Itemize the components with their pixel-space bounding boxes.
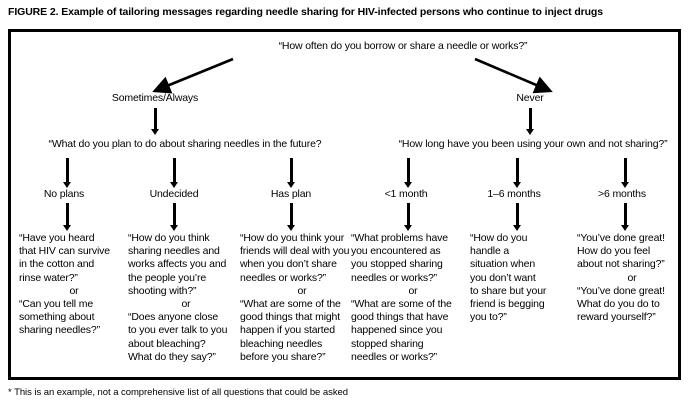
leaf-line: good things that have (351, 311, 449, 324)
branch-question-sometimes-always: “What do you plan to do about sharing ne… (48, 138, 322, 150)
option-label-1-6months: 1–6 months (487, 188, 541, 200)
leaf-line: “Have you heard (19, 232, 95, 244)
leaf-line: reward yourself?” (577, 311, 656, 324)
leaf-message-undecided: “How do you think sharing needles and wo… (128, 232, 244, 364)
figure-caption: FIGURE 2. Example of tailoring messages … (8, 6, 603, 18)
leaf-connector: or (181, 298, 191, 311)
option-label-has-plan: Has plan (270, 188, 312, 200)
arrow-root-to-sometimes-always (152, 57, 234, 94)
leaf-line: to share but your (470, 284, 547, 297)
arrow-question1-to-no-plans (63, 158, 72, 188)
leaf-line: friend is begging (470, 298, 545, 311)
leaf-line: you encountered as (351, 245, 441, 258)
leaf-line: happen if you started (240, 324, 335, 337)
leaf-line: to you ever talk to you (128, 324, 228, 337)
branch-question-never: “How long have you been using your own a… (398, 138, 668, 150)
root-question: “How often do you borrow or share a need… (278, 40, 528, 52)
leaf-line: before you share?” (240, 350, 326, 363)
leaf-line: What do they say?” (128, 350, 216, 363)
arrow-root-to-never (474, 57, 553, 94)
option-label-no-plans: No plans (43, 188, 85, 200)
leaf-line: works affects you and (128, 258, 227, 271)
leaf-line: needles or works?” (351, 271, 438, 284)
arrow-question2-to-lt1month (404, 158, 413, 188)
leaf-connector: or (627, 271, 637, 284)
arrow-has-plan-to-message (287, 203, 296, 231)
leaf-line: good things that might (240, 311, 341, 324)
leaf-line: you to?” (470, 311, 507, 324)
leaf-line: sharing needles?” (19, 324, 100, 337)
arrow-sometimes-always-to-question (151, 108, 160, 135)
leaf-line: the people you’re (128, 271, 207, 284)
leaf-line: “Does anyone close (128, 311, 219, 324)
leaf-line: stopped sharing (351, 337, 424, 350)
leaf-line: about bleaching? (128, 337, 206, 350)
arrow-gt6months-to-message (621, 203, 630, 231)
arrow-question1-to-has-plan (287, 158, 296, 188)
arrow-never-to-question (526, 108, 535, 135)
arrow-no-plans-to-message (63, 203, 72, 231)
leaf-line: “How do you think (128, 232, 210, 244)
leaf-line: bleaching needles (240, 337, 323, 350)
leaf-line: “What problems have (351, 232, 448, 244)
option-label-undecided: Undecided (149, 188, 199, 200)
figure-footnote: * This is an example, not a comprehensiv… (8, 387, 348, 398)
branch-label-never: Never (516, 92, 544, 104)
leaf-line: sharing needles and (128, 245, 220, 258)
leaf-line: What do you do to (577, 298, 660, 311)
leaf-message-gt6months: “You’ve done great! How do you feel abou… (577, 232, 687, 324)
leaf-message-1-6months: “How do you handle a situation when you … (470, 232, 575, 324)
leaf-line: How do you feel (577, 245, 651, 258)
leaf-line: needles or works?” (351, 350, 438, 363)
arrow-lt1month-to-message (404, 203, 413, 231)
leaf-line: when you don’t share (240, 258, 337, 271)
leaf-line: that HIV can survive (19, 245, 110, 258)
leaf-line: in the cotton and (19, 258, 95, 271)
leaf-line: rinse water?” (19, 271, 78, 284)
option-label-gt6months: >6 months (598, 188, 646, 200)
leaf-connector: or (408, 284, 418, 297)
leaf-line: shooting with?” (128, 284, 197, 297)
leaf-line: something about (19, 311, 95, 324)
figure-frame (8, 29, 681, 380)
leaf-message-lt1month: “What problems have you encountered as y… (351, 232, 475, 364)
leaf-line: handle a (470, 245, 510, 258)
leaf-line: “What are some of the (240, 298, 341, 311)
leaf-line: friends will deal with you (240, 245, 350, 258)
arrow-question2-to-1-6months (513, 158, 522, 188)
leaf-connector: or (297, 284, 307, 297)
leaf-line: situation when (470, 258, 536, 271)
arrow-1-6months-to-message (513, 203, 522, 231)
leaf-message-no-plans: “Have you heard that HIV can survive in … (19, 232, 129, 338)
branch-label-sometimes-always: Sometimes/Always (111, 92, 199, 104)
leaf-line: “How do you think your (240, 232, 345, 244)
leaf-line: you don’t want (470, 271, 536, 284)
leaf-message-has-plan: “How do you think your friends will deal… (240, 232, 364, 364)
arrow-question1-to-undecided (170, 158, 179, 188)
leaf-line: “What are some of the (351, 298, 452, 311)
leaf-line: “Can you tell me (19, 298, 94, 311)
leaf-line: “You’ve done great! (577, 284, 665, 297)
leaf-connector: or (69, 284, 79, 297)
leaf-line: “You’ve done great! (577, 232, 665, 244)
leaf-line: you stopped sharing (351, 258, 443, 271)
arrow-question2-to-gt6months (621, 158, 630, 188)
leaf-line: about not sharing?” (577, 258, 665, 271)
leaf-line: “How do you (470, 232, 528, 244)
option-label-lt1month: <1 month (384, 188, 428, 200)
leaf-line: happened since you (351, 324, 443, 337)
arrow-undecided-to-message (170, 203, 179, 231)
leaf-line: needles or works?” (240, 271, 327, 284)
